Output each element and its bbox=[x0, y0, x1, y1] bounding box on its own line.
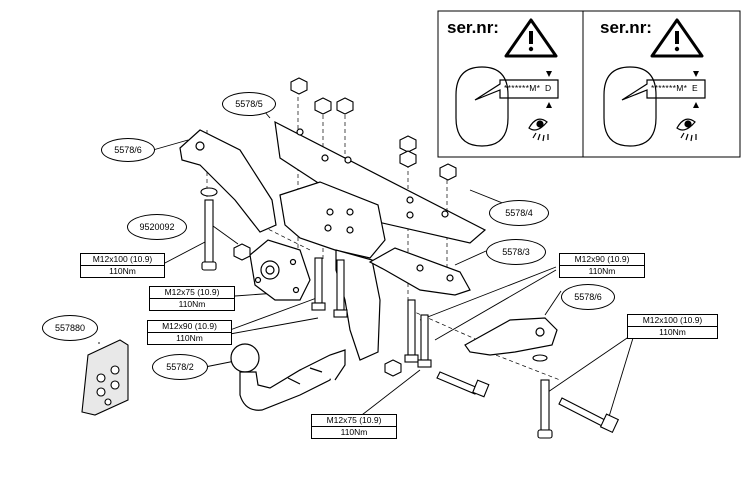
bolt-spec-m12x75: M12x75 (10.9) 110Nm bbox=[311, 414, 397, 439]
serial-letter: D bbox=[545, 83, 552, 93]
electrical-socket bbox=[81, 339, 129, 416]
part-label-5578-4: 5578/4 bbox=[489, 200, 549, 226]
part-label-5578-6: 5578/6 bbox=[561, 284, 615, 310]
bolt-torque: 110Nm bbox=[109, 266, 136, 276]
side-bracket-left bbox=[179, 129, 277, 233]
serial-code: *******M* bbox=[651, 83, 688, 93]
serial-code: *******M* bbox=[504, 83, 541, 93]
mounting-arm bbox=[368, 247, 471, 296]
part-label-557880: 557880 bbox=[42, 315, 98, 341]
serial-letter: E bbox=[692, 83, 698, 93]
bolt-size: M12x75 (10.9) bbox=[312, 415, 396, 427]
tow-ball bbox=[230, 343, 346, 411]
warning-box bbox=[437, 10, 741, 158]
leader-lines bbox=[98, 103, 634, 421]
crossmember-plate bbox=[274, 120, 487, 244]
serial-number-title: ser.nr: bbox=[600, 18, 652, 37]
eye-icon bbox=[528, 118, 697, 142]
bolt-hardware bbox=[200, 77, 620, 439]
bolt-torque: 110Nm bbox=[659, 327, 686, 337]
part-label-5578-6: 5578/6 bbox=[101, 138, 155, 162]
bolt-size: M12x100 (10.9) bbox=[628, 315, 717, 327]
part-label-5578-5: 5578/5 bbox=[222, 92, 276, 116]
bolt-spec-m12x75: M12x75 (10.9) 110Nm bbox=[149, 286, 235, 311]
socket-plate bbox=[249, 239, 311, 301]
bolt-size: M12x90 (10.9) bbox=[560, 254, 644, 266]
warning-triangle-icon bbox=[650, 18, 704, 58]
bolt-torque: 110Nm bbox=[588, 266, 616, 276]
arrow-marker-icon bbox=[546, 71, 699, 108]
bolt-torque: 110Nm bbox=[178, 299, 206, 309]
bolt-spec-m12x100: M12x100 (10.9) 110Nm bbox=[627, 314, 718, 339]
serial-number-title: ser.nr: bbox=[447, 18, 499, 37]
bolt-spec-m12x100: M12x100 (10.9) 110Nm bbox=[80, 253, 165, 278]
part-label-5578-2: 5578/2 bbox=[152, 354, 208, 380]
part-label-5578-3: 5578/3 bbox=[486, 239, 546, 265]
warning-triangle-icon bbox=[504, 18, 558, 58]
bolt-spec-m12x90: M12x90 (10.9) 110Nm bbox=[147, 320, 232, 345]
bolt-spec-m12x90: M12x90 (10.9) 110Nm bbox=[559, 253, 645, 278]
bolt-torque: 110Nm bbox=[340, 427, 368, 437]
part-label-9520092: 9520092 bbox=[127, 214, 187, 240]
side-bracket-right bbox=[464, 317, 558, 356]
bolt-torque: 110Nm bbox=[176, 333, 203, 343]
label-plate-outline bbox=[455, 66, 706, 147]
bolt-size: M12x75 (10.9) bbox=[150, 287, 234, 299]
main-beam bbox=[279, 181, 386, 361]
bolt-size: M12x100 (10.9) bbox=[81, 254, 164, 266]
bolt-size: M12x90 (10.9) bbox=[148, 321, 231, 333]
